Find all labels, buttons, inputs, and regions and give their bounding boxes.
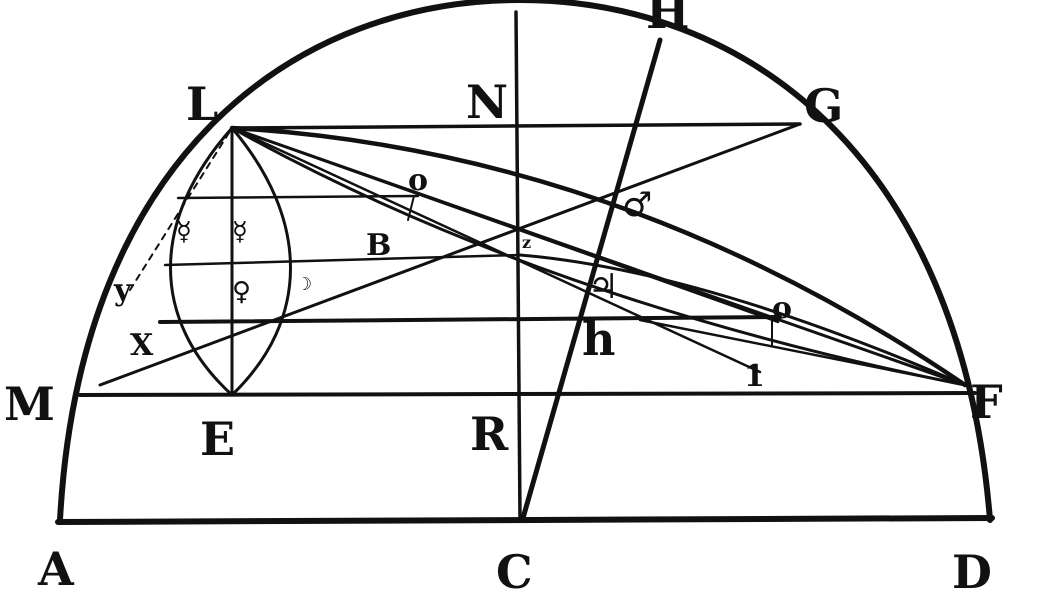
- mercury-symbol-center: ☿: [232, 217, 248, 247]
- label-d: D: [952, 545, 992, 599]
- label-o1: o: [408, 163, 428, 198]
- base-line-ad: [55, 515, 995, 525]
- ray-l-f-upper: [229, 125, 968, 388]
- mars-symbol: ♂: [622, 185, 652, 225]
- label-y: y: [113, 273, 133, 308]
- line-ch: [520, 37, 663, 521]
- curve-f-jupiter: [518, 253, 967, 387]
- hline-h: [158, 315, 782, 324]
- lens-left: [169, 126, 234, 397]
- chord-mf: [78, 391, 977, 397]
- label-b: B: [366, 228, 391, 263]
- moon-symbol: ☽: [296, 274, 312, 295]
- line-mg: [98, 122, 802, 387]
- label-h-lower: h: [582, 312, 615, 366]
- line-f-one: [638, 318, 967, 387]
- dashed-guide-left: [129, 127, 233, 291]
- venus-symbol: ♀: [232, 277, 251, 307]
- label-f: F: [970, 375, 1003, 429]
- vertical-axis-nrc: [514, 10, 522, 520]
- hline-mercury: [176, 194, 420, 200]
- label-o2: o: [772, 291, 792, 326]
- hline-z: [163, 253, 522, 267]
- label-c: C: [496, 545, 533, 599]
- label-h-upper: H: [646, 0, 689, 39]
- label-g: G: [804, 79, 843, 133]
- label-e: E: [200, 412, 235, 466]
- label-r: R: [470, 407, 509, 461]
- tick-o1: [407, 195, 415, 221]
- label-n: N: [466, 75, 508, 129]
- ray-l-f-lower: [230, 126, 967, 387]
- label-l: L: [186, 77, 218, 131]
- label-a: A: [37, 542, 75, 596]
- lens-right: [230, 126, 292, 397]
- ray-l-o: [230, 126, 780, 324]
- ray-l-1: [230, 126, 762, 374]
- label-one: 1: [744, 359, 765, 394]
- jupiter-symbol: ♃: [588, 267, 618, 307]
- outer-arc: [57, 0, 993, 523]
- label-z: z: [522, 233, 531, 252]
- label-m: M: [4, 377, 55, 431]
- mercury-symbol-left: ☿: [176, 217, 192, 247]
- label-x: X: [130, 328, 154, 363]
